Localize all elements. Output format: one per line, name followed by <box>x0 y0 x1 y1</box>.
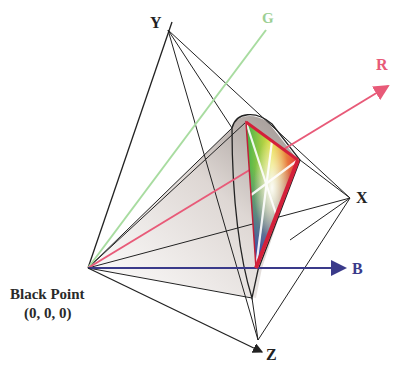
axis-label: X <box>356 189 368 207</box>
origin-coordinates: (0, 0, 0) <box>24 305 72 322</box>
axis-label: B <box>352 260 363 278</box>
axis-label: Y <box>150 14 162 32</box>
axis-label: R <box>376 56 388 74</box>
axis-label: G <box>262 10 274 27</box>
origin-label: Black Point <box>10 286 85 303</box>
axis-label: Z <box>266 346 277 364</box>
